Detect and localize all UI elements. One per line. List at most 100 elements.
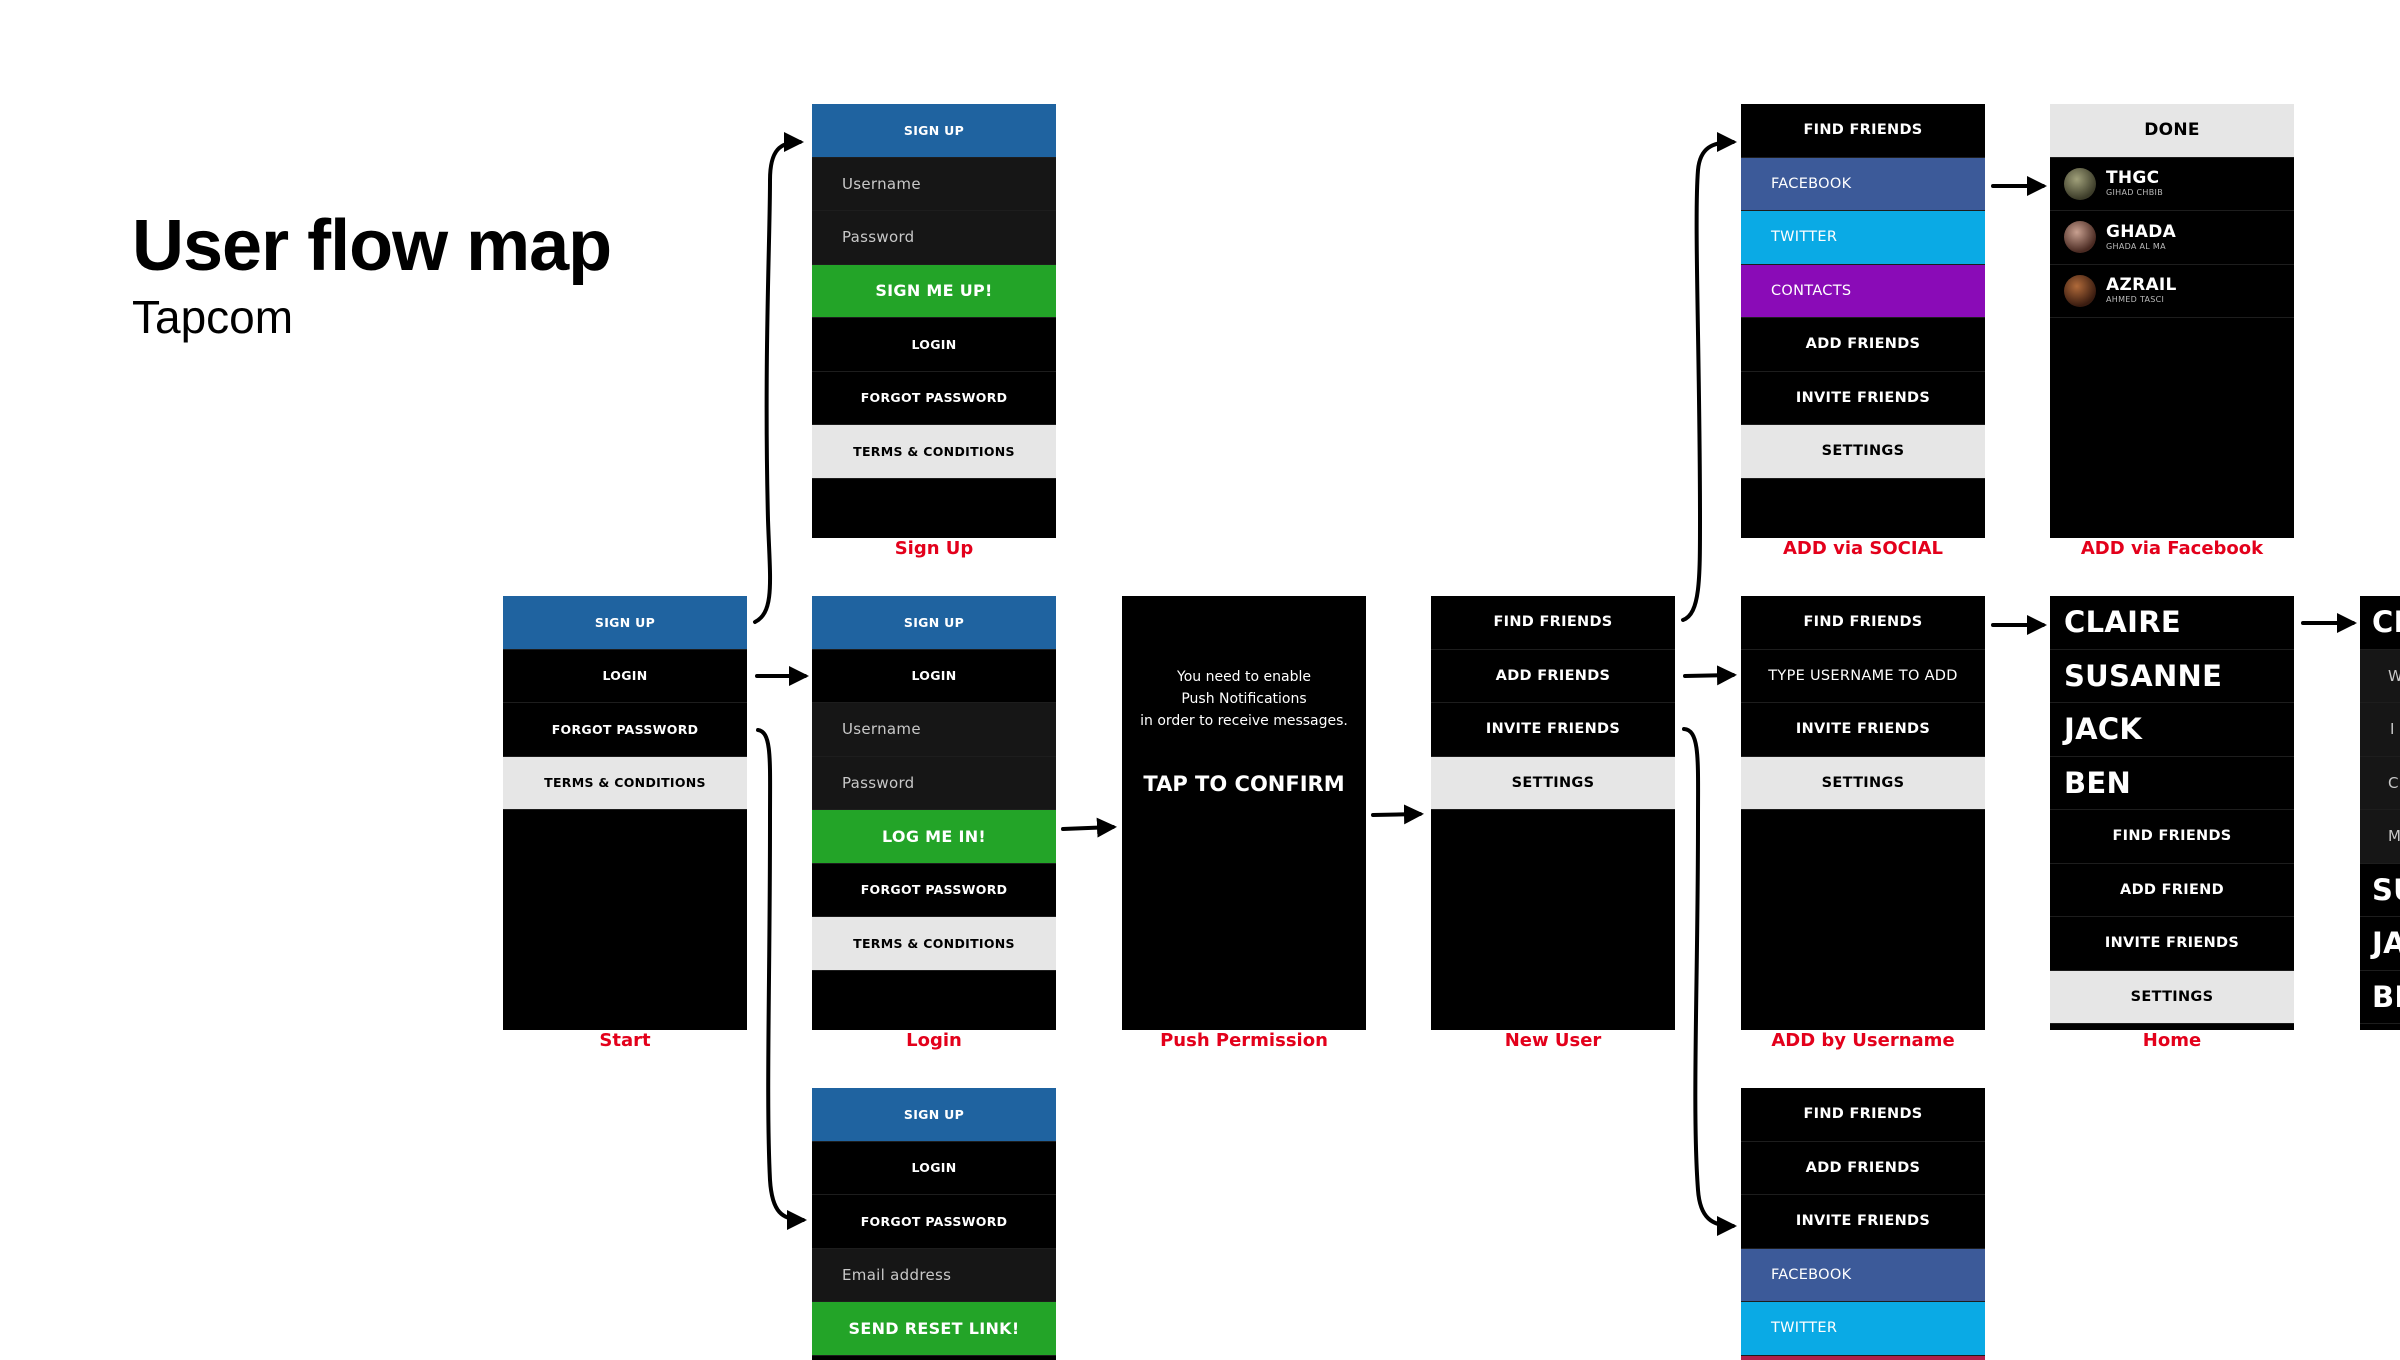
add-facebook-caption: ADD via Facebook	[2080, 538, 2264, 559]
avatar	[2064, 274, 2096, 307]
start-caption: Start	[599, 1030, 651, 1051]
page-subtitle: Tapcom	[132, 291, 294, 343]
forgot-signup-button[interactable]: SIGN UP	[812, 1088, 1056, 1142]
social-settings[interactable]: SETTINGS	[1741, 425, 1985, 479]
start-login-button[interactable]: LOGIN	[503, 649, 747, 703]
forgot-login-button[interactable]: LOGIN	[812, 1141, 1056, 1195]
page-title: User flow map	[132, 206, 612, 286]
facebook-friend-row[interactable]: GHADA GHADA AL MA	[2050, 211, 2294, 265]
signup-terms-button[interactable]: TERMS & CONDITIONS	[812, 425, 1056, 479]
home-contact-item[interactable]: SUSANNE	[2050, 649, 2294, 703]
add-social-caption: ADD via SOCIAL	[1783, 538, 1943, 559]
username-input[interactable]: TYPE USERNAME TO ADD	[1741, 649, 1985, 703]
newuser-find-friends[interactable]: FIND FRIENDS	[1431, 596, 1675, 650]
forgot-screen: SIGN UP LOGIN FORGOT PASSWORD Email addr…	[812, 1088, 1056, 1360]
social-twitter-button[interactable]: TWITTER	[1741, 211, 1985, 265]
start-terms-button[interactable]: TERMS & CONDITIONS	[503, 756, 747, 810]
signup-forgot-button[interactable]: FORGOT PASSWORD	[812, 371, 1056, 425]
home-screen: CLAIRE SUSANNE JACK BEN FIND FRIENDS ADD…	[2050, 596, 2294, 1030]
invite-screen: FIND FRIENDS ADD FRIENDS INVITE FRIENDS …	[1741, 1088, 1985, 1360]
arrow-push-to-newuser	[1371, 804, 1424, 825]
arrow-start-to-signup	[753, 132, 804, 624]
username-find-friends[interactable]: FIND FRIENDS	[1741, 596, 1985, 650]
next-screen-partial: CL W I C M SU JA BE	[2360, 596, 2400, 1030]
start-forgot-button[interactable]: FORGOT PASSWORD	[503, 703, 747, 757]
friend-fullname: GIHAD CHBIB	[2106, 188, 2163, 198]
forgot-send-button[interactable]: SEND RESET LINK!	[812, 1302, 1056, 1356]
social-contacts-button[interactable]: CONTACTS	[1741, 264, 1985, 318]
friend-name: AZRAIL	[2106, 275, 2177, 296]
login-password-field[interactable]: Password	[812, 756, 1056, 810]
login-forgot-button[interactable]: FORGOT PASSWORD	[812, 863, 1056, 917]
friend-fullname: AHMED TASCI	[2106, 295, 2165, 305]
login-signup-button[interactable]: SIGN UP	[812, 596, 1056, 650]
avatar	[2064, 167, 2096, 200]
signup-submit-button[interactable]: SIGN ME UP!	[812, 264, 1056, 318]
next-row-partial: W	[2360, 649, 2400, 703]
login-submit-button[interactable]: LOG ME IN!	[812, 810, 1056, 864]
push-message-line: in order to receive messages.	[1140, 713, 1348, 729]
arrow-newuser-to-invite	[1682, 727, 1737, 1236]
signup-username-field[interactable]: Username	[812, 157, 1056, 211]
friend-name: GHADA	[2106, 221, 2177, 242]
next-contact-partial: JA	[2360, 917, 2400, 971]
friend-names: THGC GIHAD CHBIB	[2106, 170, 2163, 197]
login-terms-button[interactable]: TERMS & CONDITIONS	[812, 917, 1056, 971]
home-add-friend[interactable]: ADD FRIEND	[2050, 863, 2294, 917]
username-invite-friends[interactable]: INVITE FRIENDS	[1741, 703, 1985, 757]
next-row-partial: I	[2360, 703, 2400, 757]
home-contact-item[interactable]: JACK	[2050, 703, 2294, 757]
signup-screen: SIGN UP Username Password SIGN ME UP! LO…	[812, 104, 1056, 538]
next-contact-partial: SU	[2360, 863, 2400, 917]
newuser-add-friends[interactable]: ADD FRIENDS	[1431, 649, 1675, 703]
invite-find-friends[interactable]: FIND FRIENDS	[1741, 1088, 1985, 1142]
facebook-done-button[interactable]: DONE	[2050, 104, 2294, 158]
start-screen: SIGN UP LOGIN FORGOT PASSWORD TERMS & CO…	[503, 596, 747, 1030]
friend-fullname: GHADA AL MA	[2106, 241, 2166, 251]
add-username-caption: ADD by Username	[1771, 1030, 1955, 1051]
next-row-partial: M	[2360, 810, 2400, 864]
home-find-friends[interactable]: FIND FRIENDS	[2050, 810, 2294, 864]
login-caption: Login	[906, 1030, 962, 1051]
invite-invite-friends[interactable]: INVITE FRIENDS	[1741, 1195, 1985, 1249]
social-facebook-button[interactable]: FACEBOOK	[1741, 157, 1985, 211]
invite-facebook-button[interactable]: FACEBOOK	[1741, 1248, 1985, 1302]
facebook-friend-row[interactable]: AZRAIL AHMED TASCI	[2050, 264, 2294, 318]
push-screen: You need to enable Push Notifications in…	[1122, 596, 1366, 1030]
signup-login-button[interactable]: LOGIN	[812, 318, 1056, 372]
add-username-screen: FIND FRIENDS TYPE USERNAME TO ADD INVITE…	[1741, 596, 1985, 1030]
home-invite-friends[interactable]: INVITE FRIENDS	[2050, 917, 2294, 971]
home-caption: Home	[2142, 1030, 2202, 1051]
signup-password-field[interactable]: Password	[812, 211, 1056, 265]
social-invite-friends[interactable]: INVITE FRIENDS	[1741, 371, 1985, 425]
forgot-email-field[interactable]: Email address	[812, 1248, 1056, 1302]
login-header: LOGIN	[812, 649, 1056, 703]
push-confirm-button[interactable]: TAP TO CONFIRM	[1143, 772, 1345, 796]
newuser-invite-friends[interactable]: INVITE FRIENDS	[1431, 703, 1675, 757]
add-facebook-screen: DONE THGC GIHAD CHBIB GHADA GHADA AL MA …	[2050, 104, 2294, 538]
start-signup-button[interactable]: SIGN UP	[503, 596, 747, 650]
new-user-caption: New User	[1504, 1030, 1602, 1051]
login-username-field[interactable]: Username	[812, 703, 1056, 757]
home-settings[interactable]: SETTINGS	[2050, 970, 2294, 1024]
home-contact-item[interactable]: BEN	[2050, 756, 2294, 810]
push-message-line: You need to enable	[1177, 669, 1311, 685]
signup-header: SIGN UP	[812, 104, 1056, 158]
social-find-friends[interactable]: FIND FRIENDS	[1741, 104, 1985, 158]
newuser-settings[interactable]: SETTINGS	[1431, 756, 1675, 810]
new-user-screen: FIND FRIENDS ADD FRIENDS INVITE FRIENDS …	[1431, 596, 1675, 1030]
facebook-friend-row[interactable]: THGC GIHAD CHBIB	[2050, 157, 2294, 211]
arrow-start-to-forgot	[756, 728, 807, 1230]
home-contact-item[interactable]: CLAIRE	[2050, 596, 2294, 650]
invite-next-row-edge	[1741, 1355, 1985, 1360]
friend-name: THGC	[2106, 168, 2160, 189]
avatar	[2064, 221, 2096, 254]
friend-names: AZRAIL AHMED TASCI	[2106, 277, 2177, 304]
invite-add-friends[interactable]: ADD FRIENDS	[1741, 1141, 1985, 1195]
arrow-login-to-push	[1061, 817, 1117, 838]
invite-twitter-button[interactable]: TWITTER	[1741, 1302, 1985, 1356]
social-add-friends[interactable]: ADD FRIENDS	[1741, 318, 1985, 372]
next-row-partial: C	[2360, 756, 2400, 810]
username-settings[interactable]: SETTINGS	[1741, 756, 1985, 810]
